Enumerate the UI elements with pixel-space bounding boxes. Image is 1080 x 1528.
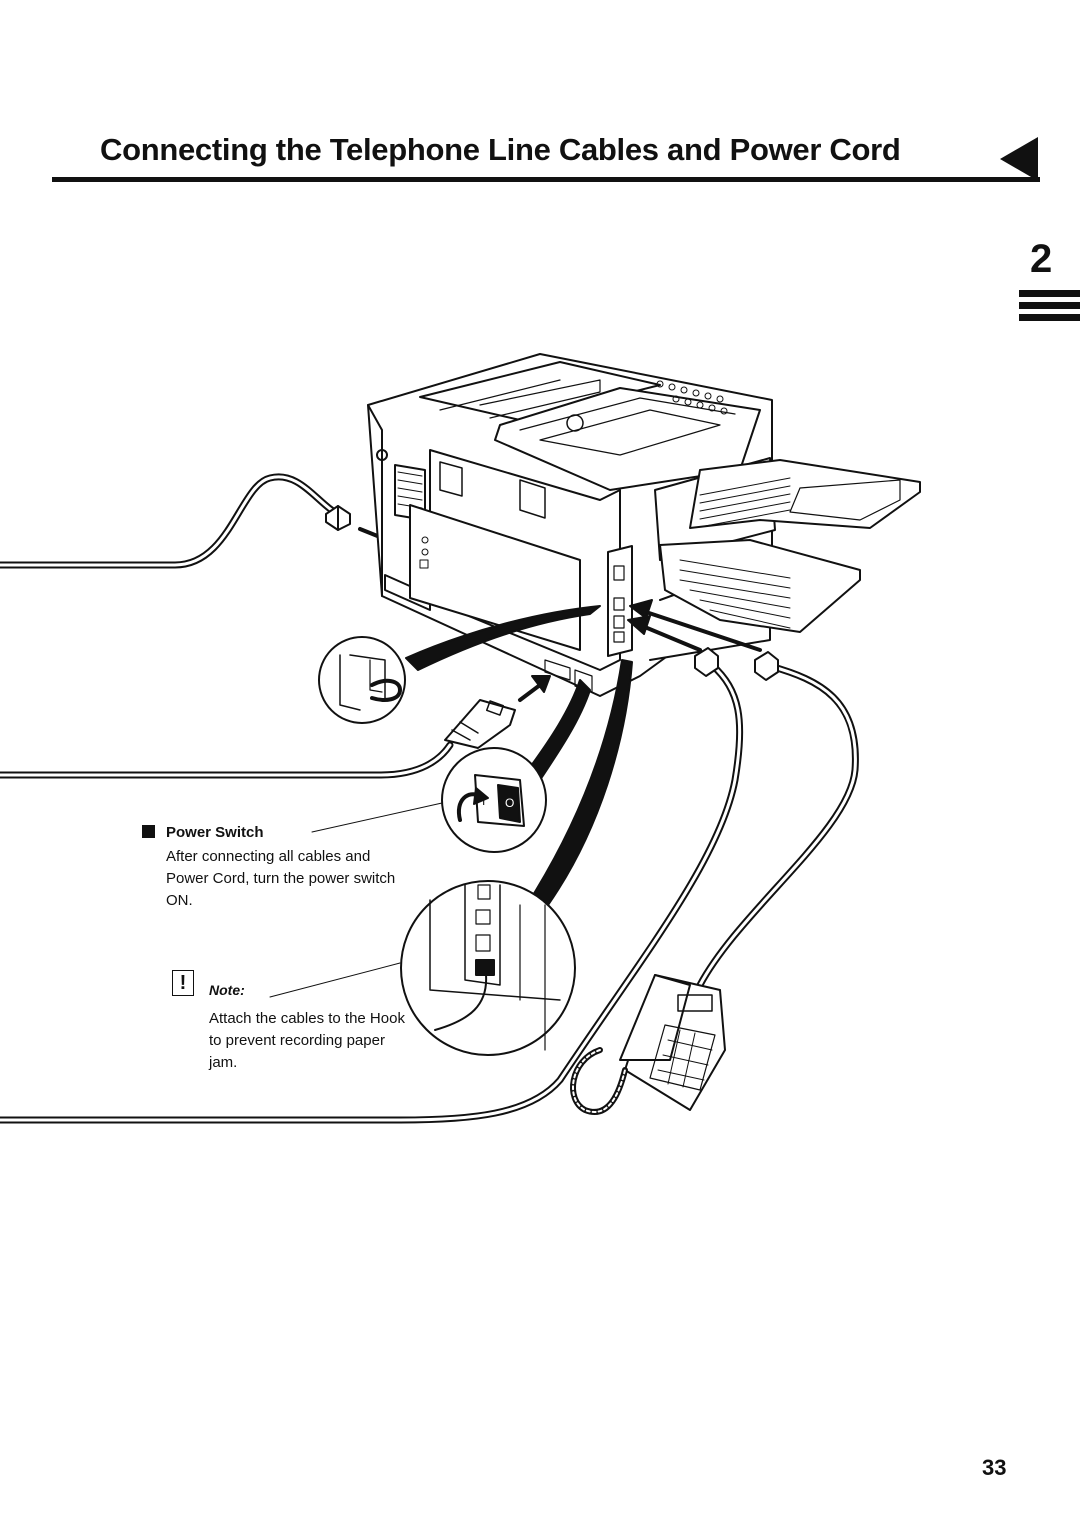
- page-title: Connecting the Telephone Line Cables and…: [100, 132, 901, 167]
- title-arrow-icon: [1000, 137, 1038, 181]
- switch-off-mark: O: [505, 796, 514, 810]
- note-exclamation-icon: !: [172, 970, 194, 996]
- arrow-icon: [629, 599, 762, 652]
- page-number: 33: [982, 1455, 1007, 1480]
- cable-hook-callout-top: [318, 605, 601, 724]
- paper-tray-lower: [659, 539, 861, 633]
- line-cable-right: [696, 651, 859, 989]
- connection-illustration: I O: [0, 353, 921, 1124]
- section-marker-icon: [142, 825, 155, 838]
- telephone-icon: [570, 974, 726, 1115]
- note-text: Attach the cables to the Hook to prevent…: [209, 1010, 405, 1071]
- arrow-icon: [627, 615, 702, 652]
- power-switch-description: After connecting all cables and Power Co…: [166, 848, 396, 909]
- line-cable-left: [0, 473, 344, 569]
- power-switch-callout: I O: [441, 679, 591, 853]
- arrow-icon: [518, 675, 551, 702]
- callout-leader-line: [269, 962, 401, 998]
- switch-on-mark: I: [482, 794, 485, 808]
- paper-tray-upper: [689, 459, 921, 529]
- line-cable-telephone: [0, 647, 744, 1124]
- chapter-number: 2: [1030, 237, 1053, 281]
- chapter-tab-bar: [1019, 290, 1080, 297]
- callout-leader-line: [311, 802, 443, 833]
- note-label: Note:: [209, 982, 245, 998]
- chapter-tab-bar: [1019, 302, 1080, 309]
- chapter-tab-bar: [1019, 314, 1080, 321]
- title-rule: [52, 177, 1040, 182]
- cable-hook-callout-bottom: [400, 659, 633, 1056]
- power-switch-heading: Power Switch: [166, 824, 264, 841]
- modular-plug-icon: [325, 505, 351, 531]
- power-cord: [0, 699, 516, 779]
